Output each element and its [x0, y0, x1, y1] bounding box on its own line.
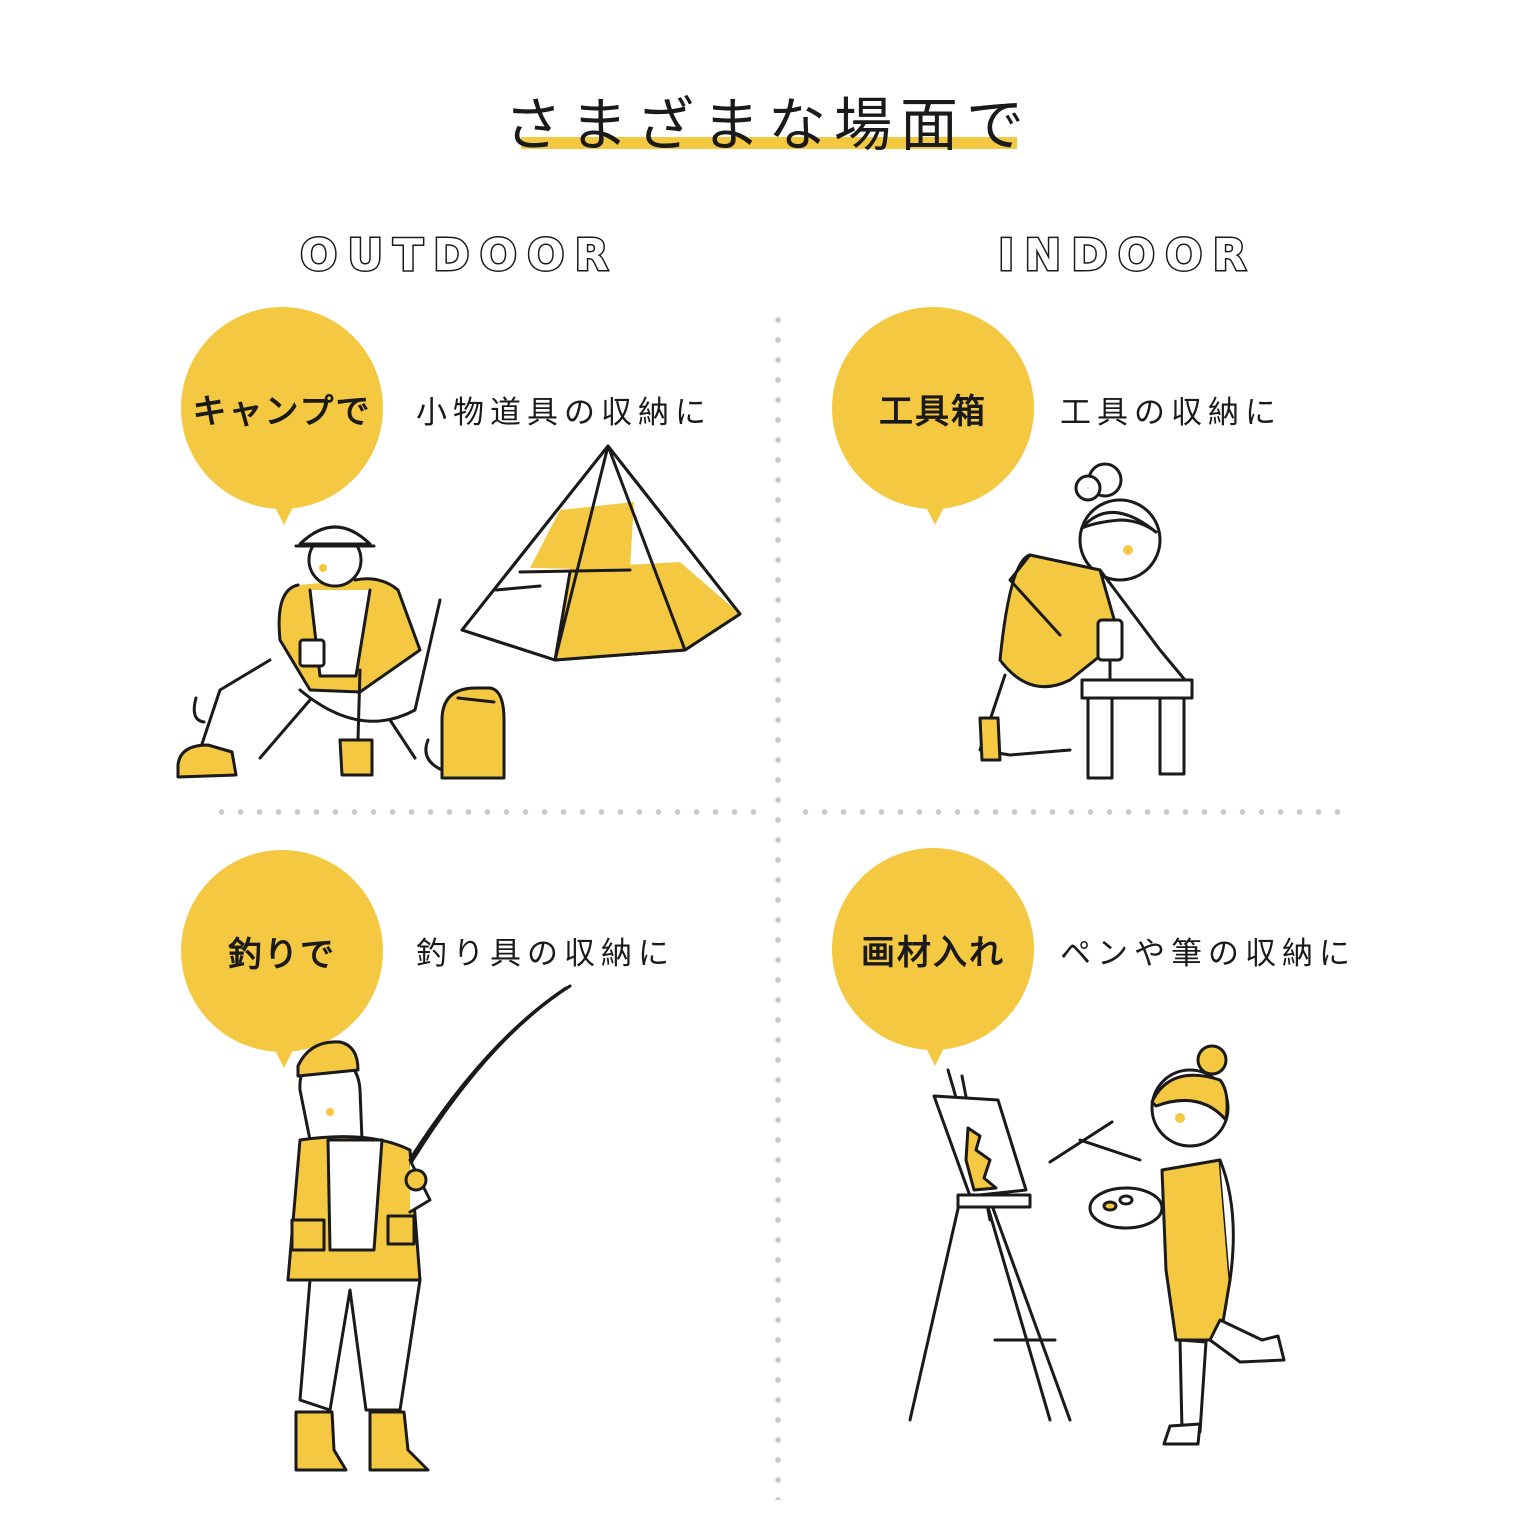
horizontal-divider-right: [796, 809, 1344, 815]
caption-fishing: 釣り具の収納に: [416, 936, 675, 972]
drill-icon: [1096, 618, 1124, 682]
bubble-label-fishing: 釣りで: [228, 934, 336, 975]
bubble-label-camping: キャンプで: [192, 391, 372, 432]
speech-bubble-toolbox: 工具箱: [832, 307, 1034, 525]
section-heading-outdoor: OUTDOOR: [298, 229, 619, 283]
caption-camping: 小物道具の収納に: [416, 395, 712, 431]
bubble-label-toolbox: 工具箱: [879, 391, 987, 432]
speech-bubble-art: 画材入れ: [832, 848, 1034, 1066]
toolbox-illustration: [978, 462, 1194, 780]
section-heading-indoor: INDOOR: [996, 229, 1257, 283]
easel-icon: [908, 1068, 1072, 1422]
camper-person-icon: [176, 525, 422, 779]
caption-toolbox: 工具の収納に: [1060, 395, 1282, 431]
camp-chair-icon: [258, 598, 442, 760]
angler-person-icon: [286, 1040, 432, 1472]
page-title: さまざまな場面で: [503, 91, 1032, 159]
page-title-wrap: さまざまな場面で: [0, 78, 1536, 162]
camping-illustration: [176, 444, 742, 780]
bubble-label-art: 画材入れ: [861, 932, 1005, 973]
horizontal-divider-left: [212, 809, 760, 815]
art-illustration: [908, 1044, 1286, 1446]
caption-art: ペンや筆の収納に: [1060, 936, 1356, 972]
tent-icon: [460, 444, 742, 662]
backpack-icon: [424, 686, 506, 780]
fishing-illustration: [286, 984, 572, 1472]
painter-person-icon: [1048, 1044, 1286, 1446]
title-underline: [521, 137, 1017, 149]
speech-bubble-fishing: 釣りで: [181, 850, 383, 1068]
workbench-icon: [1080, 678, 1194, 780]
vertical-divider: [775, 310, 781, 1500]
diy-person-icon: [978, 462, 1187, 762]
speech-bubble-camping: キャンプで: [181, 307, 383, 525]
